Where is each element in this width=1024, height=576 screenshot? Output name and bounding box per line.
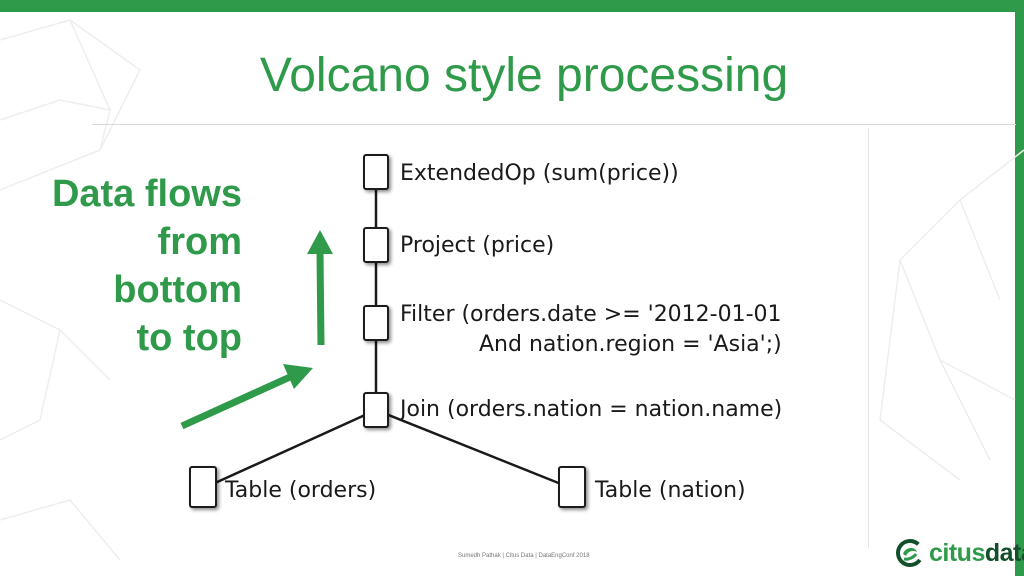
side-note-line: bottom bbox=[113, 269, 242, 311]
diagonal-arrow bbox=[180, 364, 313, 430]
label-table-nation: Table (nation) bbox=[594, 478, 746, 503]
logo-word-data: data bbox=[984, 538, 1024, 567]
citus-logo: citusdata bbox=[895, 538, 1024, 568]
label-filter-line2: And nation.region = 'Asia';) bbox=[479, 332, 782, 357]
node-table-orders bbox=[189, 466, 217, 508]
title-divider bbox=[92, 124, 1016, 125]
node-table-nation bbox=[558, 466, 586, 508]
logo-wordmark: citusdata bbox=[929, 539, 1024, 568]
logo-word-citus: citus bbox=[929, 538, 985, 567]
plan-image-panel bbox=[130, 128, 870, 548]
citus-swirl-icon bbox=[896, 539, 924, 567]
node-extended-op bbox=[363, 154, 389, 190]
plan-edges bbox=[203, 172, 572, 490]
side-note-line: Data flows bbox=[51, 173, 242, 215]
label-extended-op: ExtendedOp (sum(price)) bbox=[400, 161, 679, 186]
label-table-orders: Table (orders) bbox=[224, 478, 376, 503]
label-project: Project (price) bbox=[400, 233, 554, 258]
label-filter-line1: Filter (orders.date >= '2012-01-01 bbox=[400, 302, 782, 327]
upward-arrow bbox=[307, 230, 333, 346]
top-accent-bar bbox=[0, 0, 1024, 12]
node-filter bbox=[363, 305, 389, 341]
side-note-line: to top bbox=[136, 317, 242, 359]
label-join: Join (orders.nation = nation.name) bbox=[398, 397, 782, 422]
slide-footer: Sumedh Pathak | Citus Data | DataEngConf… bbox=[458, 553, 590, 559]
slide-title: Volcano style processing bbox=[259, 49, 789, 102]
side-note-line: from bbox=[157, 221, 242, 263]
side-note: Data flows from bottom to top bbox=[20, 170, 242, 362]
panel-divider bbox=[868, 128, 869, 548]
right-accent-bar bbox=[1015, 0, 1024, 576]
node-join bbox=[363, 392, 389, 428]
node-project bbox=[363, 227, 389, 263]
